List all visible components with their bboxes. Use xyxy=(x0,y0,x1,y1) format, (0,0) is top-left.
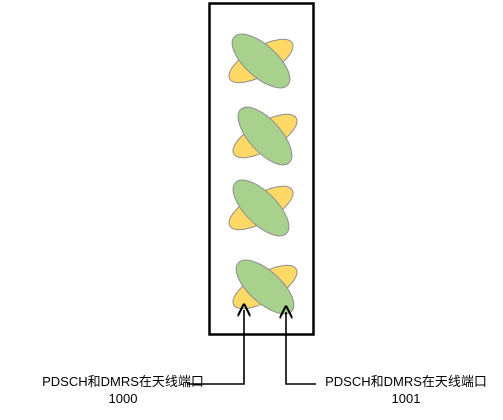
green-polarization-ellipse xyxy=(237,106,293,166)
green-polarization-ellipse xyxy=(235,259,295,315)
label-port-1001-line2: 1001 xyxy=(391,391,421,406)
green-polarization-ellipse xyxy=(232,179,290,237)
arrow-port-1000 xyxy=(187,310,244,385)
arrow-port-1001 xyxy=(286,312,316,385)
label-port-1001-line1: PDSCH和DMRS在天线端口 xyxy=(325,374,487,389)
antenna-element-3 xyxy=(228,179,294,237)
label-antenna-port-1000: PDSCH和DMRS在天线端口 1000 xyxy=(10,373,236,407)
label-port-1000-line2: 1000 xyxy=(108,391,138,406)
antenna-panel-frame xyxy=(208,2,315,336)
antenna-element-4 xyxy=(232,259,298,315)
antenna-element-2 xyxy=(232,106,298,166)
green-polarization-ellipse xyxy=(231,33,291,89)
antenna-element-1 xyxy=(228,33,294,89)
label-port-1000-line1: PDSCH和DMRS在天线端口 xyxy=(42,374,204,389)
label-antenna-port-1001: PDSCH和DMRS在天线端口 1001 xyxy=(315,373,497,407)
